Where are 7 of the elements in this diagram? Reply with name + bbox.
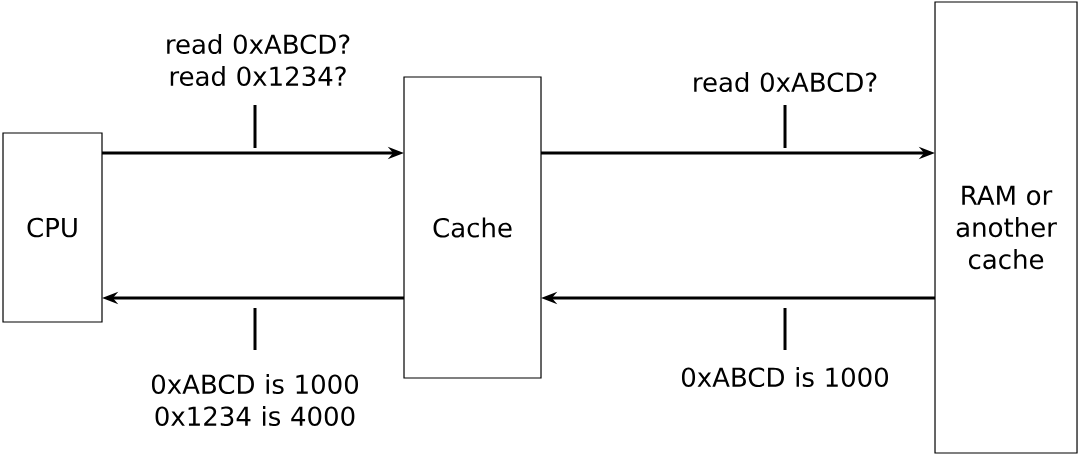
box: CPU — [2, 132, 103, 323]
edge-label: 0xABCD is 1000 0x1234 is 4000 — [151, 373, 358, 427]
edge-label: 0xABCD is 1000 — [681, 366, 888, 388]
box: RAM or another cache — [934, 1, 1078, 454]
box: Cache — [403, 76, 542, 379]
edge-label: read 0xABCD? — [694, 71, 877, 93]
edge-label: read 0xABCD? read 0x1234? — [167, 33, 350, 87]
